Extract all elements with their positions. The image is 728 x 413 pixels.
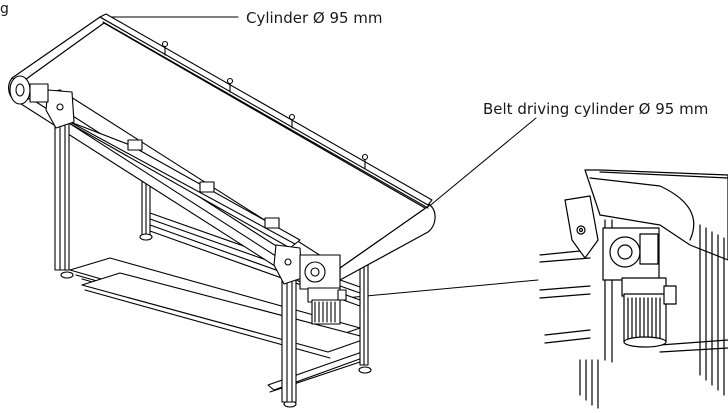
idler-cylinder [9,75,49,105]
conveyor-assembly [8,13,436,408]
cropped-text-fragment: g [0,1,9,17]
driving-cylinder-label: Belt driving cylinder Ø 95 mm [483,100,709,118]
side-frame [17,89,341,283]
rail-adjust-knob [161,40,369,169]
cylinder-label: Cylinder Ø 95 mm [246,9,383,27]
motor-cooling-fins [627,297,661,341]
detail-inset [539,169,728,409]
driving-cylinder-leader-line [420,117,537,214]
detail-leader-line [344,279,539,299]
side-rail [99,13,433,209]
drive-motor [299,254,347,325]
front-legs [45,89,303,403]
